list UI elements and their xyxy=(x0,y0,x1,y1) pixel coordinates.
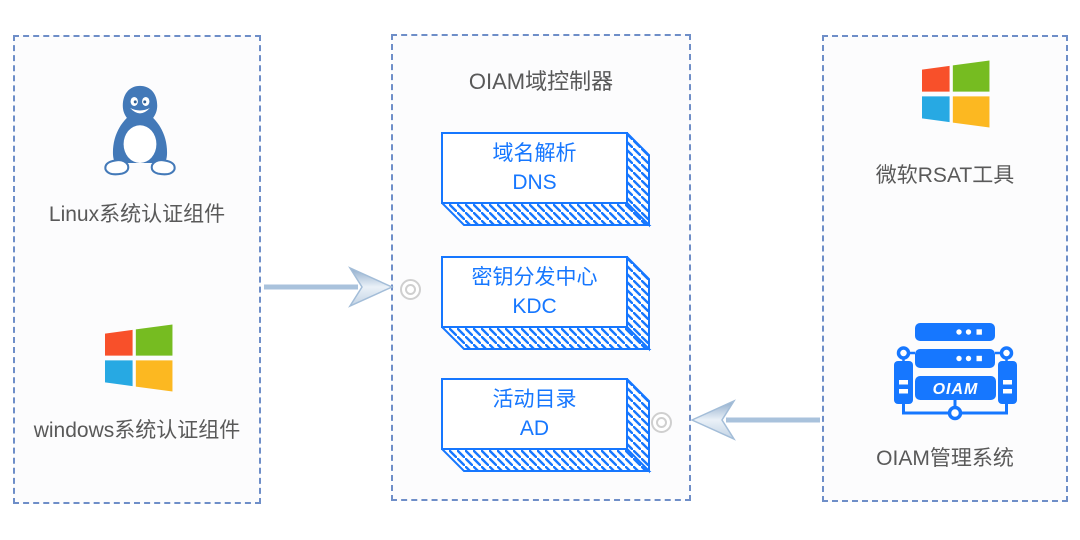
kdc-box-line2: KDC xyxy=(512,295,557,318)
dns-box-3d-bands xyxy=(441,132,652,228)
auth-components-panel: Linux系统认证组件 windows系统认证组件 xyxy=(13,35,261,504)
windows-auth-label: windows系统认证组件 xyxy=(33,419,241,442)
oiam-server-icon: OIAM xyxy=(894,323,1017,430)
domain-controller-title: OIAM域控制器 xyxy=(468,69,614,94)
dns-box-line2: DNS xyxy=(512,171,557,194)
domain-controller-panel: OIAM域控制器 域名解析 DNS 密钥分发中心 KDC 活动目录 AD xyxy=(391,34,691,501)
ad-box-face: 活动目录 AD xyxy=(441,378,628,450)
kdc-box-face: 密钥分发中心 KDC xyxy=(441,256,628,328)
ad-box-line1: 活动目录 xyxy=(492,388,577,411)
rsat-tools-label: 微软RSAT工具 xyxy=(875,164,1015,187)
ad-box-line2: AD xyxy=(519,417,550,440)
kdc-connector-anchor-icon xyxy=(400,279,421,300)
dns-box-face: 域名解析 DNS xyxy=(441,132,628,204)
windows-logo-icon xyxy=(922,60,990,133)
linux-penguin-icon xyxy=(99,81,181,186)
dns-box-line1: 域名解析 xyxy=(492,142,577,165)
arrow-auth-to-controller-icon xyxy=(264,266,394,308)
management-tools-panel: 微软RSAT工具 xyxy=(822,35,1068,502)
kdc-box: 密钥分发中心 KDC xyxy=(441,256,652,352)
kdc-box-line1: 密钥分发中心 xyxy=(471,266,598,289)
linux-auth-label: Linux系统认证组件 xyxy=(48,203,226,226)
dns-box: 域名解析 DNS xyxy=(441,132,652,228)
ad-connector-anchor-icon xyxy=(651,412,672,433)
windows-logo-icon xyxy=(105,324,173,397)
ad-box: 活动目录 AD xyxy=(441,378,652,474)
arrow-rsat-to-controller-icon xyxy=(690,399,820,441)
oiam-system-label: OIAM管理系统 xyxy=(876,447,1014,470)
oiam-badge-text: OIAM xyxy=(933,381,979,398)
